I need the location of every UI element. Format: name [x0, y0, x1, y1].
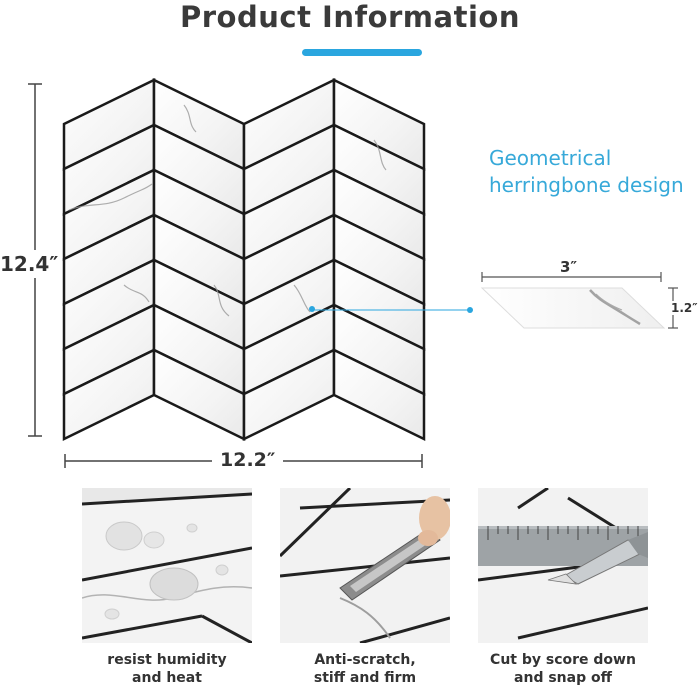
design-callout: Geometrical herringbone design	[489, 145, 684, 199]
callout-connector-line	[312, 307, 473, 313]
caption-line-1: resist humidity	[107, 652, 227, 668]
herringbone-tile-sheet	[62, 77, 426, 442]
feature-anti-scratch: Anti-scratch, stiff and firm	[280, 488, 450, 687]
feature-cut-and-snap: Cut by score down and snap off	[478, 488, 648, 687]
callout-line-1: Geometrical	[489, 146, 612, 170]
piece-length-label: 3″	[560, 258, 578, 276]
caption-line-2: and snap off	[514, 670, 612, 686]
caption-line-2: and heat	[132, 670, 202, 686]
metal-scraper-photo	[280, 488, 450, 643]
caption-line-2: stiff and firm	[313, 670, 417, 686]
single-tile-piece	[480, 287, 666, 329]
title-underline	[302, 49, 422, 56]
herringbone-tile	[332, 347, 426, 442]
height-label: 12.4″	[0, 250, 59, 278]
ruler-and-knife-photo	[478, 488, 648, 643]
feature-caption: Cut by score down and snap off	[478, 651, 648, 687]
feature-humidity: resist humidity and heat	[82, 488, 252, 687]
water-droplets-photo	[82, 488, 252, 643]
piece-length-dimension-line	[481, 272, 662, 282]
piece-height-label: 1.2″	[671, 301, 698, 315]
callout-line-2: herringbone design	[489, 173, 684, 197]
feature-caption: Anti-scratch, stiff and firm	[280, 651, 450, 687]
caption-line-1: Cut by score down	[490, 652, 636, 668]
feature-caption: resist humidity and heat	[82, 651, 252, 687]
caption-line-1: Anti-scratch,	[314, 652, 416, 668]
page-title: Product Information	[180, 0, 520, 34]
width-label: 12.2″	[212, 449, 284, 471]
